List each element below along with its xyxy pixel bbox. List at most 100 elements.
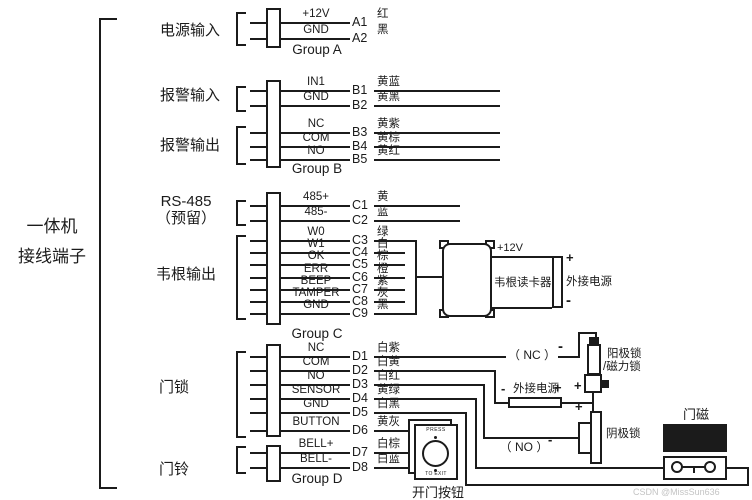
wiegand-reader-label: 韦根读卡器	[494, 277, 552, 289]
signal-label: W0	[307, 226, 325, 238]
wire-d1-nc-route	[578, 332, 580, 358]
main-bracket-arm	[99, 18, 117, 20]
ext-power-bottom	[508, 397, 562, 408]
bracket-arm	[236, 12, 246, 14]
wire-c9	[250, 313, 350, 315]
bracket-arm	[236, 44, 246, 46]
anode-lock-minus: -	[558, 338, 563, 355]
wire-b4	[250, 146, 350, 148]
bracket-arm	[236, 86, 246, 88]
signal-label: GND	[303, 91, 329, 103]
anode-lock-plus: +	[574, 378, 582, 393]
wire-c4	[250, 252, 350, 254]
wire-d1-nc-route	[595, 332, 597, 339]
wire-d7-ext	[374, 452, 410, 454]
wire-d2	[250, 370, 350, 372]
terminal-block-d-lock	[266, 344, 281, 437]
wire-c6-ext	[374, 277, 405, 279]
wire-a1	[250, 22, 350, 24]
section-label-rs485: RS-485	[160, 193, 212, 210]
wire-color: 橙	[377, 263, 389, 275]
wire-to-reader	[415, 276, 442, 278]
signal-label: 485-	[304, 206, 328, 218]
wire-c5	[250, 264, 350, 266]
main-bracket	[99, 18, 101, 489]
wire-d2-route	[494, 402, 508, 404]
door-magnet-terminal	[704, 461, 716, 473]
ext-power-bottom-plus: +	[554, 380, 562, 395]
wire-d1-nc-route	[374, 356, 578, 358]
wire-c2-ext	[374, 220, 460, 222]
wire-b2	[250, 105, 350, 107]
wire-color: 黄灰	[377, 416, 400, 428]
wire-d8-ext	[374, 467, 410, 469]
terminal-code: C2	[352, 213, 368, 227]
main-bracket-arm	[99, 487, 117, 489]
section-label-power-in: 电源输入	[159, 22, 220, 39]
wire-b4-ext	[374, 146, 500, 148]
wire-color: 黄黑	[377, 91, 400, 103]
cathode-lock-body	[590, 411, 602, 464]
signal-label: GND	[303, 24, 329, 36]
wire-d5-gnd-route	[727, 467, 749, 469]
ext-power-bottom-label: 外接电源	[513, 383, 559, 395]
wire-d5-gnd-route	[747, 467, 749, 486]
terminal-code: A1	[352, 15, 368, 29]
wire-b5-ext	[374, 159, 500, 161]
wire-d4-sensor-route	[475, 467, 664, 469]
wire-d3-no-route	[483, 437, 578, 439]
terminal-code: D4	[352, 391, 368, 405]
ext-power-bottom-minus: -	[501, 381, 506, 396]
bracket-door-lock	[236, 351, 238, 438]
anode-lock-label-1: 阳极锁	[607, 348, 642, 360]
bracket-arm	[236, 446, 246, 448]
wire-color: 黄绿	[377, 384, 400, 396]
wire-d3	[250, 384, 350, 386]
wire-d8	[250, 467, 350, 469]
wire-color: 黄紫	[377, 118, 400, 130]
anode-lock-side-nub	[602, 380, 609, 388]
wire-d4	[250, 398, 350, 400]
wire-d6-button	[374, 430, 409, 432]
signal-label: BEEP	[300, 275, 332, 287]
wire-d2-route	[374, 370, 494, 372]
wire-c1-ext	[374, 205, 460, 207]
wire-reader-gnd	[492, 307, 552, 309]
signal-label: BELL-	[300, 453, 332, 465]
section-label-alarm-in: 报警输入	[159, 87, 220, 104]
group-b-caption: Group B	[291, 161, 343, 176]
door-magnet-switch	[663, 456, 727, 480]
bracket-arm	[236, 110, 246, 112]
anode-lock-label-2: /磁力锁	[603, 361, 641, 373]
signal-label: SENSOR	[291, 384, 341, 396]
signal-label: COM	[302, 132, 330, 144]
wire-color: 黄红	[377, 145, 400, 157]
wire-color: 白黑	[377, 398, 400, 410]
door-magnet-contact	[680, 466, 710, 468]
terminal-block-d-bell	[266, 445, 281, 482]
nc-label: （ NC ）	[506, 348, 558, 363]
bracket-arm	[236, 351, 246, 353]
terminal-code: B1	[352, 83, 368, 97]
wire-color: 黄	[377, 191, 389, 203]
wire-c2	[250, 220, 350, 222]
exit-button-toexit-label: TO EXIT	[425, 471, 447, 477]
collector-arm-top	[405, 240, 417, 242]
bracket-arm	[236, 318, 246, 320]
wire-lock-junction	[592, 392, 594, 412]
cathode-lock-plus: +	[575, 399, 583, 414]
wire-b5	[250, 159, 350, 161]
door-magnet-bar	[663, 424, 727, 452]
wire-c1	[250, 205, 350, 207]
wire-color: 白蓝	[377, 453, 400, 465]
signal-label: 485+	[303, 191, 329, 203]
terminal-code: C8	[352, 294, 368, 308]
exit-button-circle[interactable]	[422, 440, 449, 467]
cathode-lock-minus: -	[548, 432, 553, 447]
signal-label: NC	[307, 342, 325, 354]
terminal-code: D6	[352, 423, 368, 437]
wire-d5-gnd-route	[465, 484, 749, 486]
signal-label: COM	[302, 356, 330, 368]
section-label-doorbell: 门铃	[158, 461, 189, 478]
